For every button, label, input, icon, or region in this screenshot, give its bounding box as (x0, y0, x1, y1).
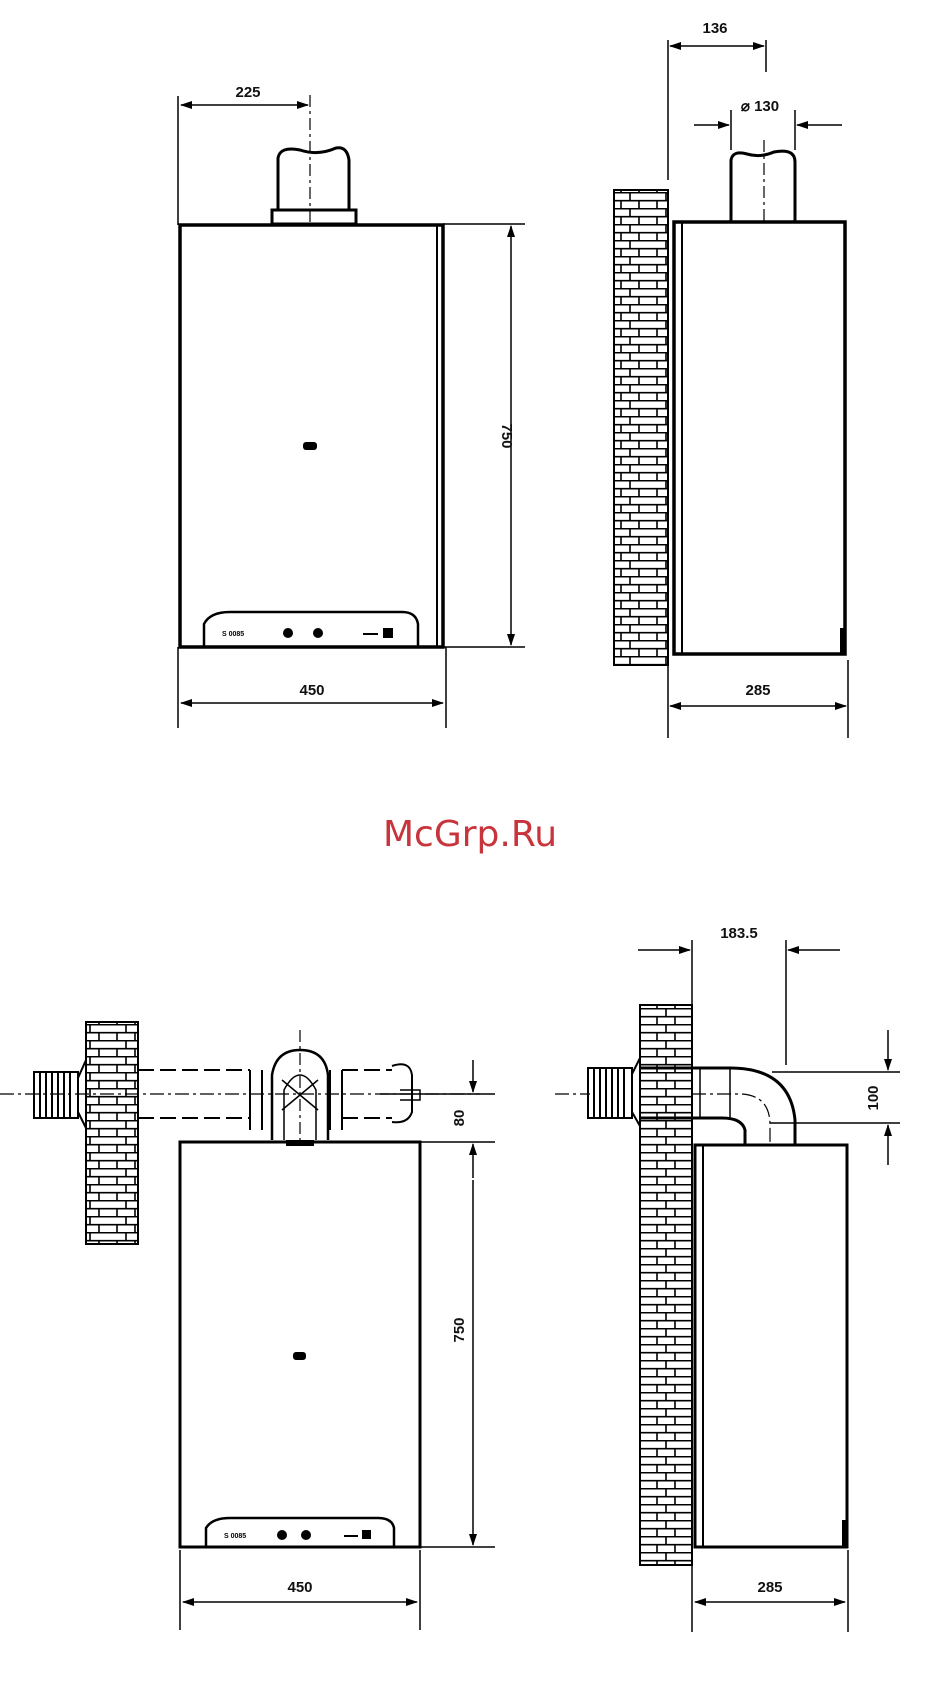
flue-pipe (272, 95, 356, 245)
dim-flue-diameter: ⌀ 130 (741, 98, 779, 115)
dim-flue-offset: 225 (235, 84, 260, 101)
boiler-body-side (695, 1145, 848, 1547)
boiler-body-side (674, 222, 846, 654)
dim-elbow-height: 100 (865, 1085, 882, 1110)
dim-height: 750 (451, 1317, 468, 1342)
dim-depth: 285 (757, 1579, 782, 1596)
top-side-view: 136 ⌀ 130 285 (614, 20, 848, 738)
top-front-view: S 0085 225 750 450 (178, 84, 525, 728)
boiler-body: S 0085 (180, 1140, 420, 1547)
control-knob-icon (283, 628, 293, 638)
dim-flue-offset-side: 136 (702, 20, 727, 37)
brick-wall-left (86, 1022, 138, 1244)
control-knob-icon (313, 628, 323, 638)
control-knob-icon (301, 1530, 311, 1540)
display-icon (362, 1530, 371, 1539)
brick-wall (614, 190, 668, 665)
boiler-body: S 0085 (180, 225, 443, 647)
dim-flue-clearance: 80 (451, 1110, 468, 1127)
bottom-side-view: 183.5 100 285 (555, 925, 900, 1632)
dim-elbow-offset: 183.5 (720, 925, 758, 942)
logo-mark (293, 1352, 306, 1360)
watermark: McGrp.Ru (383, 814, 557, 855)
dim-width: 450 (299, 682, 324, 699)
dim-height: 750 (498, 423, 515, 448)
logo-mark (303, 442, 317, 450)
dim-width: 450 (287, 1579, 312, 1596)
panel-label: S 0085 (222, 631, 244, 638)
display-icon (383, 628, 393, 638)
dim-depth: 285 (745, 682, 770, 699)
control-knob-icon (277, 1530, 287, 1540)
brick-wall (640, 1005, 692, 1565)
flue-terminal-icon (555, 1058, 640, 1126)
panel-label: S 0085 (224, 1533, 246, 1540)
bottom-front-view: S 0085 80 750 450 (0, 1022, 495, 1630)
